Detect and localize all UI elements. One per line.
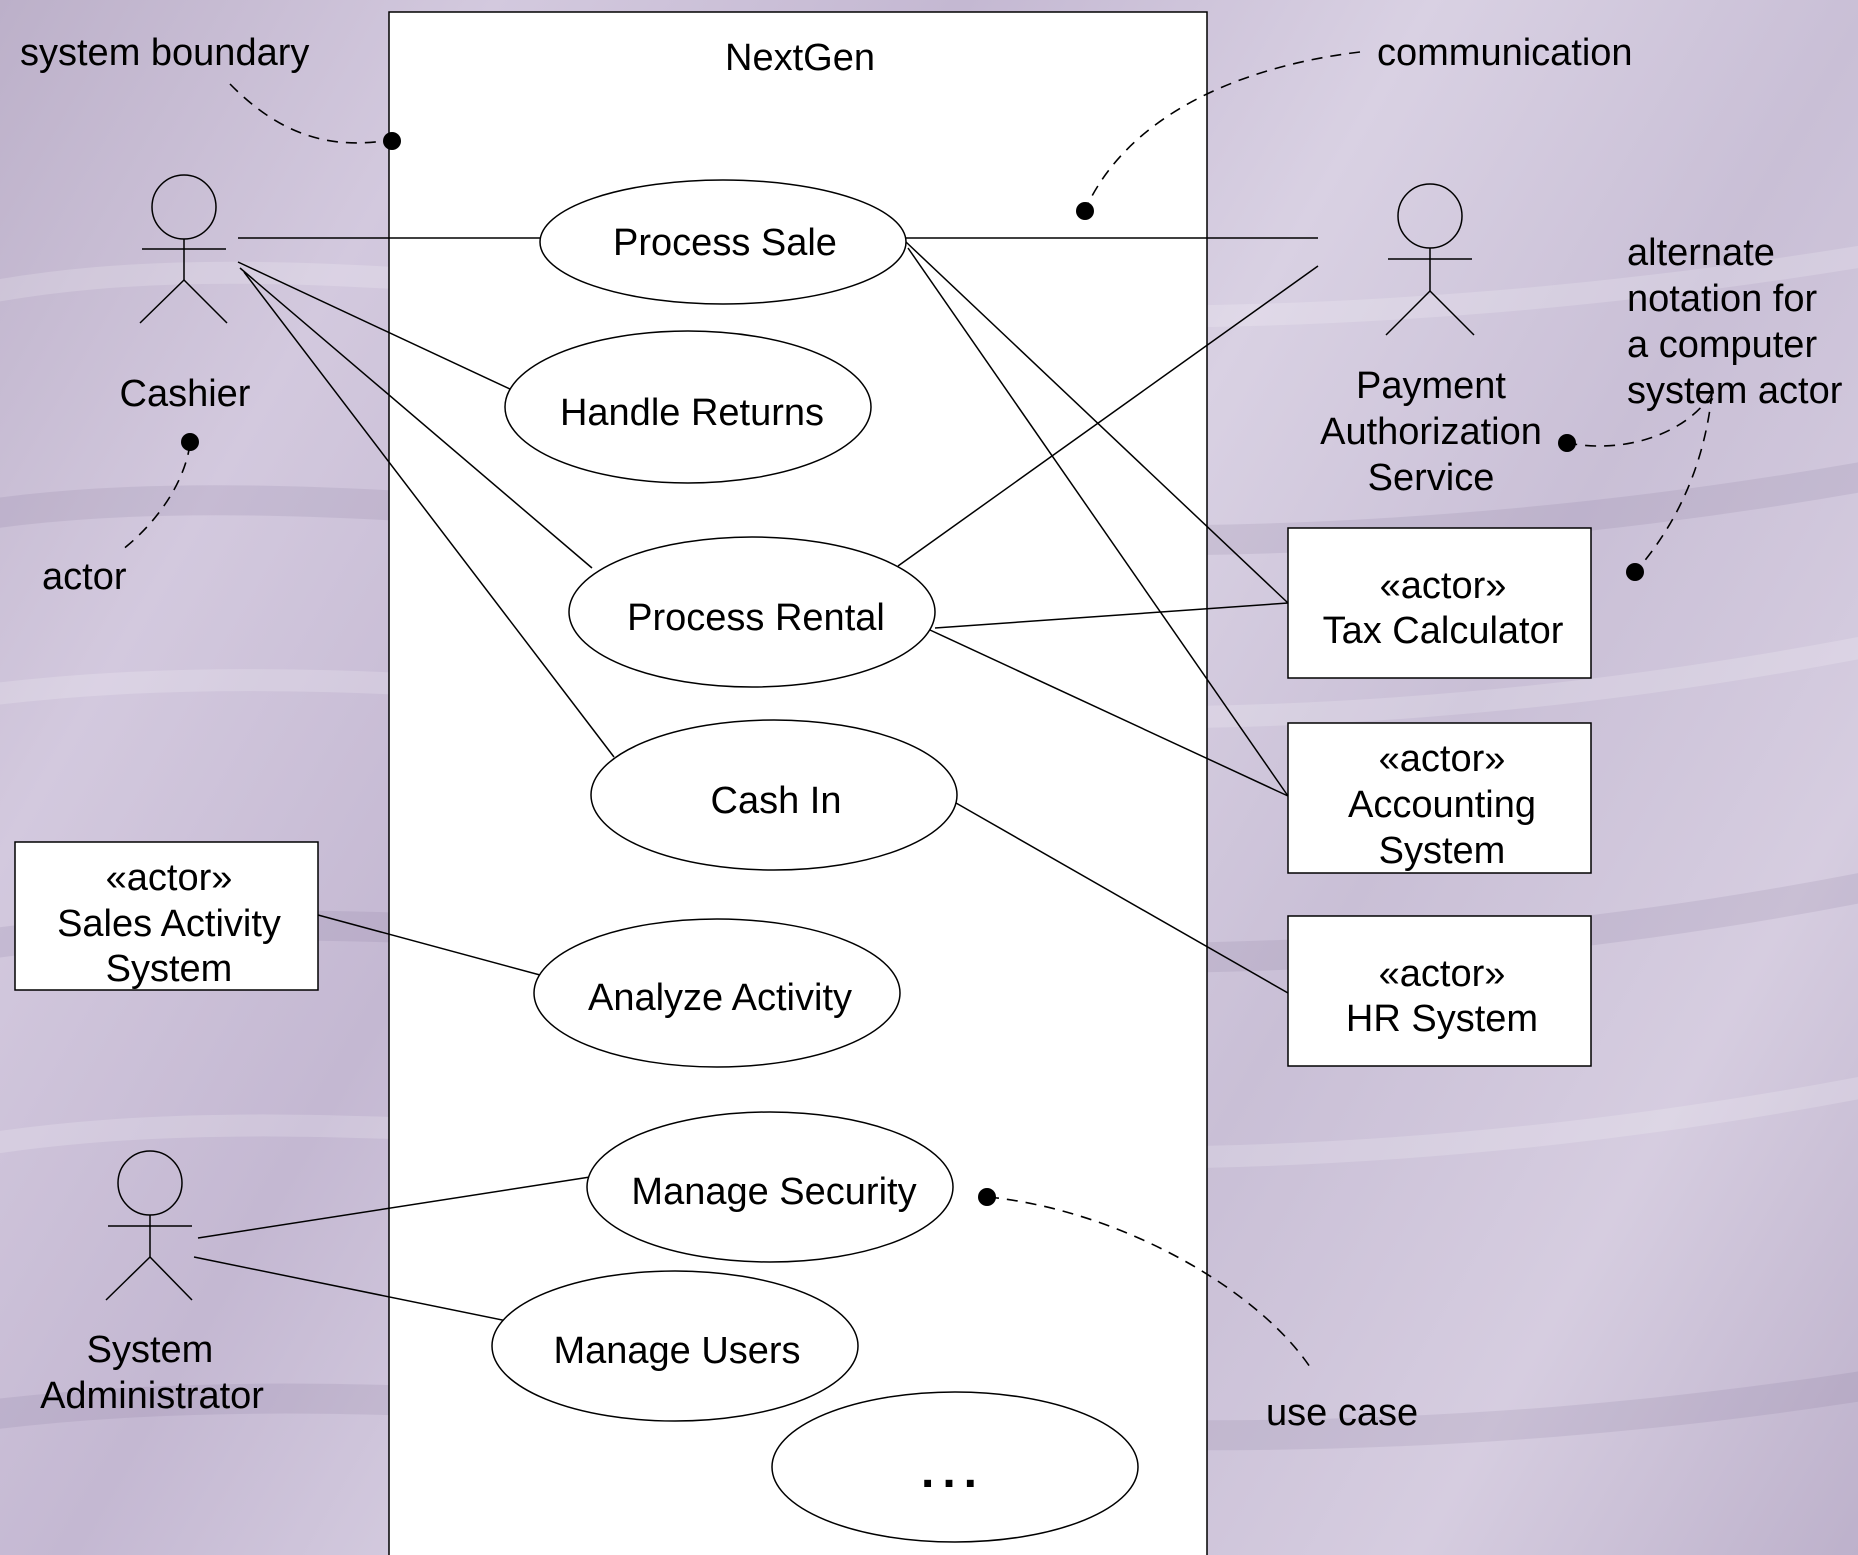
actor-label-line: Authorization [1320, 411, 1542, 453]
actor-label-line: Payment [1356, 365, 1506, 407]
use-case-label: Analyze Activity [588, 977, 852, 1019]
annotation-label-line: alternate [1627, 232, 1775, 274]
system-actor-label: System [1379, 830, 1506, 872]
use-case-label: Handle Returns [560, 392, 824, 434]
annotation-label: use case [1266, 1392, 1418, 1434]
stereotype-label: «actor» [1379, 738, 1506, 780]
association-cashier-cash-in [243, 271, 615, 758]
use-case-cash-in: Cash In [590, 719, 958, 871]
actor-system-administrator: System Administrator [40, 1150, 264, 1417]
leader-line [121, 443, 191, 551]
annotation-label: actor [42, 556, 127, 598]
leader-line [1636, 392, 1713, 571]
system-actor-label: Tax Calculator [1323, 610, 1564, 652]
stick-figure-icon [1385, 183, 1475, 336]
actor-label-line: System [87, 1329, 214, 1371]
annotation-actor: actor [42, 433, 199, 598]
annotation-label: system boundary [20, 32, 309, 74]
leader-line [229, 83, 391, 144]
annotation-label: communication [1377, 32, 1633, 74]
actor-payment-authorization-service: Payment Authorization Service [1320, 183, 1542, 499]
association-process-rental-payment [897, 265, 1319, 567]
actor-label: Cashier [120, 373, 251, 415]
use-case-more: ... [771, 1391, 1139, 1543]
system-actor-label: HR System [1346, 998, 1538, 1040]
use-case-label: Process Sale [613, 222, 837, 264]
system-actor-label: System [106, 948, 233, 990]
use-case-handle-returns: Handle Returns [504, 330, 872, 484]
use-case-label: Manage Users [553, 1330, 800, 1372]
annotation-use-case: use case [978, 1188, 1418, 1434]
annotation-alternate-notation: alternate notation for a computer system… [1558, 232, 1843, 581]
system-actor-label: Accounting [1348, 784, 1536, 826]
system-actor-sales-activity-system: «actor» Sales Activity System [14, 841, 319, 991]
association-process-rental-tax [934, 602, 1289, 629]
leader-line [1084, 51, 1361, 211]
system-title: NextGen [725, 37, 875, 79]
actor-label-line: Service [1368, 457, 1495, 499]
use-case-label: Cash In [711, 780, 842, 822]
use-case-process-rental: Process Rental [568, 536, 936, 688]
system-actor-hr-system: «actor» HR System [1287, 915, 1592, 1067]
associations [193, 237, 1319, 1323]
association-admin-manage-users [193, 1256, 513, 1323]
use-case-label: Process Rental [627, 597, 885, 639]
leader-line [1567, 392, 1713, 447]
annotation-label-line: system actor [1627, 370, 1843, 412]
association-admin-manage-security [197, 1176, 591, 1239]
association-process-sale-tax [905, 241, 1289, 604]
association-cash-in-hr [955, 802, 1289, 994]
association-cashier-handle-returns [237, 261, 513, 391]
leader-dot [1558, 434, 1576, 452]
annotation-label-line: notation for [1627, 278, 1817, 320]
stereotype-label: «actor» [1379, 953, 1506, 995]
association-process-rental-accounting [929, 629, 1289, 797]
use-case-manage-security: Manage Security [586, 1111, 954, 1263]
use-case-ellipsis: ... [921, 1445, 985, 1498]
association-process-sale-accounting [907, 247, 1289, 797]
association-sales-activity-analyze [317, 914, 541, 976]
leader-dot [978, 1188, 996, 1206]
leader-dot [383, 132, 401, 150]
annotation-system-boundary: system boundary [20, 32, 401, 150]
system-actor-tax-calculator: «actor» Tax Calculator [1287, 527, 1592, 679]
system-actor-label: Sales Activity [57, 903, 281, 945]
stereotype-label: «actor» [106, 857, 233, 899]
association-cashier-process-rental [239, 267, 593, 569]
stereotype-label: «actor» [1380, 565, 1507, 607]
use-case-process-sale: Process Sale [539, 179, 907, 305]
use-case-label: Manage Security [631, 1171, 916, 1213]
use-case-analyze-activity: Analyze Activity [533, 918, 901, 1068]
actor-label-line: Administrator [40, 1375, 264, 1417]
leader-dot [1626, 563, 1644, 581]
stick-figure-icon [105, 1150, 193, 1301]
stick-figure-icon [139, 174, 228, 324]
annotation-communication: communication [1076, 32, 1633, 220]
leader-dot [181, 433, 199, 451]
use-case-manage-users: Manage Users [491, 1270, 859, 1422]
system-actor-accounting-system: «actor» Accounting System [1287, 722, 1592, 874]
leader-dot [1076, 202, 1094, 220]
actor-cashier: Cashier [120, 174, 251, 415]
annotation-label-line: a computer [1627, 324, 1817, 366]
